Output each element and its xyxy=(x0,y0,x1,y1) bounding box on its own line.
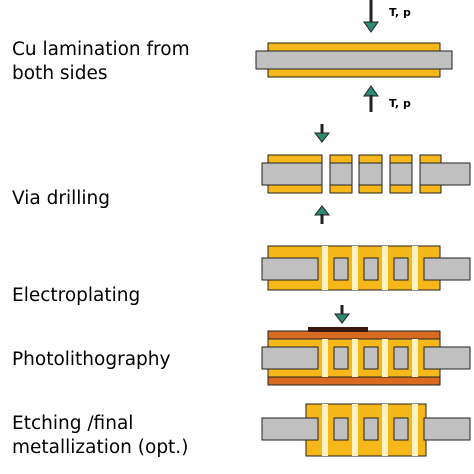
core-inner xyxy=(333,346,349,370)
core-inner xyxy=(363,257,379,281)
core-right xyxy=(423,346,471,370)
via-plating xyxy=(382,339,388,377)
core-inner xyxy=(333,257,349,281)
stack-lamination xyxy=(255,42,453,78)
core-left xyxy=(261,346,319,370)
exposure-arrow-down-icon xyxy=(333,305,351,324)
via-plating xyxy=(382,246,388,290)
step-label-photolithography: Photolithography xyxy=(12,349,171,370)
stack-via-drilling xyxy=(261,154,471,194)
core-inner xyxy=(363,346,379,370)
copper-foil-bottom xyxy=(267,68,441,78)
via-plating xyxy=(322,246,328,290)
core-segment xyxy=(389,162,413,186)
core-inner xyxy=(363,417,379,441)
drill-arrow-down-icon xyxy=(313,124,331,143)
via-plating xyxy=(412,246,418,290)
step-label-via-drilling: Via drilling xyxy=(12,188,110,209)
photoresist-top xyxy=(267,330,441,340)
press-arrow-down-icon xyxy=(363,0,379,33)
core-segment xyxy=(261,162,323,186)
via-plating xyxy=(352,404,358,456)
via-plating xyxy=(412,404,418,456)
drill-arrow-up-icon xyxy=(313,205,331,224)
photomask xyxy=(308,327,368,332)
core-inner xyxy=(393,346,409,370)
step-label-electroplating: Electroplating xyxy=(12,285,141,306)
copper-foil-top xyxy=(267,42,441,52)
stack-etching xyxy=(261,403,471,457)
core-segment xyxy=(419,162,471,186)
photoresist-bottom xyxy=(267,376,441,386)
step-label-etching: Etching /final metallization (opt.) xyxy=(12,413,189,458)
core-inner xyxy=(393,417,409,441)
core-inner xyxy=(393,257,409,281)
pressure-label-bottom: T, p xyxy=(389,97,411,110)
pressure-label-top: T, p xyxy=(389,6,411,19)
via-plating xyxy=(352,246,358,290)
dielectric-core xyxy=(255,50,453,70)
core-inner xyxy=(333,417,349,441)
via-plating xyxy=(352,339,358,377)
core-right xyxy=(423,417,471,441)
core-left xyxy=(261,417,319,441)
step-label-lamination: Cu lamination from both sides xyxy=(12,39,190,84)
core-right xyxy=(423,257,471,281)
via-plating xyxy=(382,404,388,456)
core-segment xyxy=(358,162,383,186)
stack-electroplating xyxy=(261,245,471,291)
via-plating xyxy=(322,339,328,377)
core-segment xyxy=(329,162,353,186)
stack-photolithography xyxy=(261,327,471,386)
press-arrow-up-icon xyxy=(363,85,379,112)
via-plating xyxy=(322,404,328,456)
via-plating xyxy=(412,339,418,377)
core-left xyxy=(261,257,319,281)
